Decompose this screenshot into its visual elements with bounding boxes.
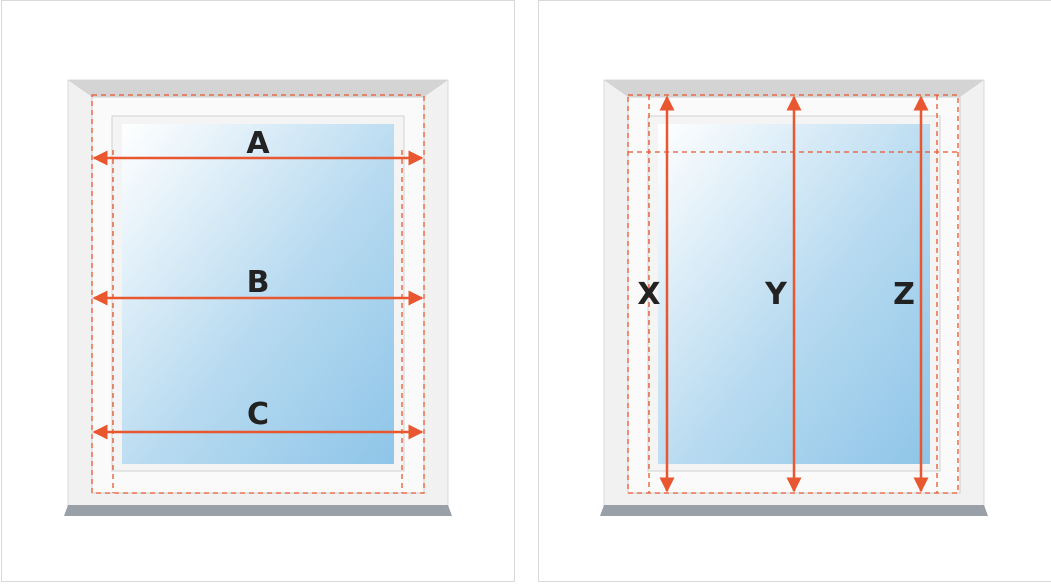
right-window-sill [600, 505, 988, 516]
label-y: Y [764, 277, 788, 312]
left-window: A B C [64, 79, 452, 516]
left-window-sill [64, 505, 452, 516]
label-a: A [246, 126, 270, 161]
label-x: X [637, 277, 660, 312]
left-outer-dashed-outline [91, 94, 425, 494]
right-window-recess-top [604, 80, 984, 97]
label-c: C [247, 397, 269, 432]
label-b: B [247, 265, 270, 300]
left-window-recess-top [68, 80, 448, 97]
right-window: X Y Z [600, 79, 988, 516]
right-outer-dashed-outline [627, 94, 959, 494]
label-z: Z [893, 277, 915, 312]
